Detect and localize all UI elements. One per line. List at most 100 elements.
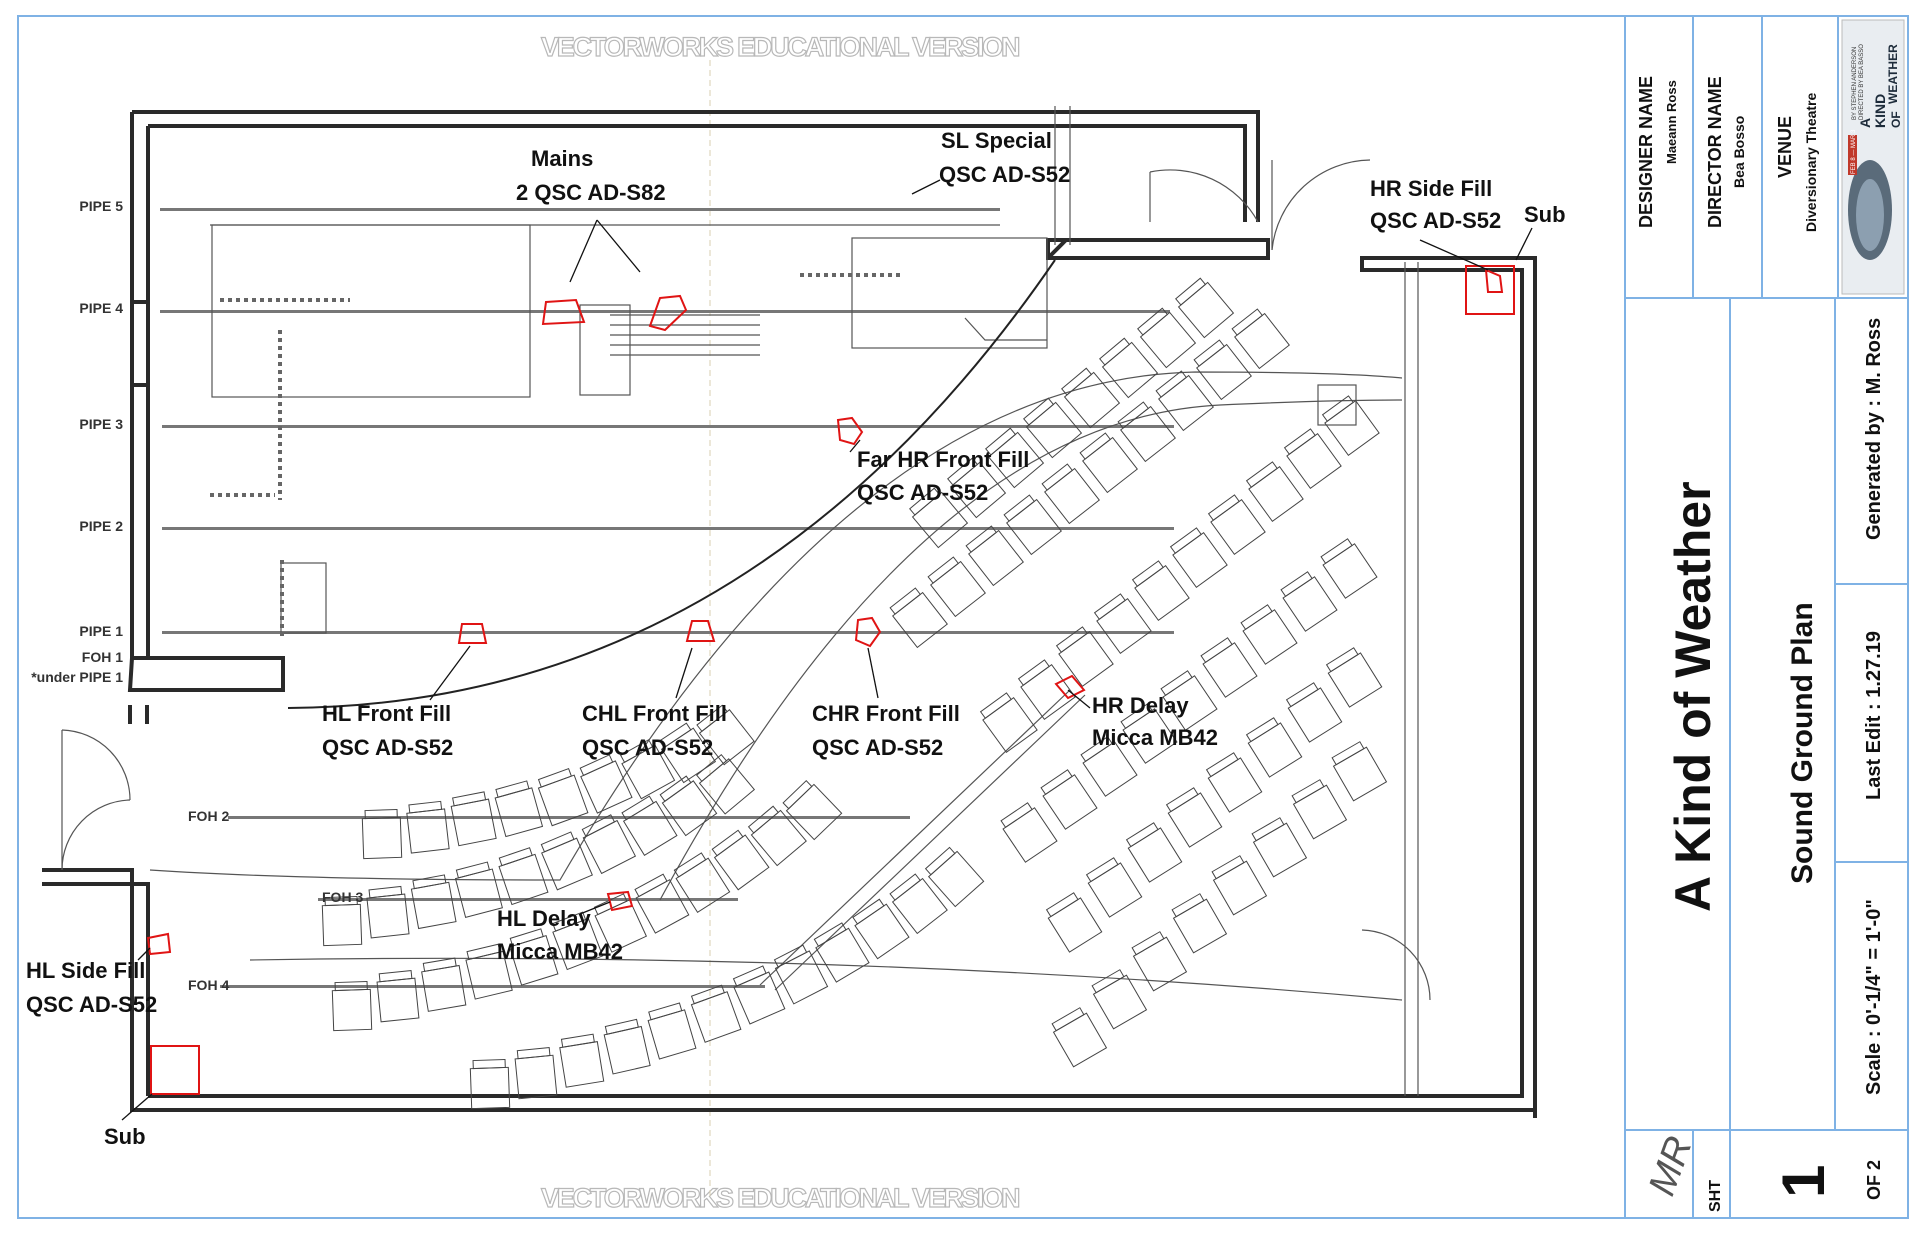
svg-text:DIRECTED BY BEA BASSO: DIRECTED BY BEA BASSO	[1859, 44, 1865, 120]
sub-left-label: Sub	[104, 1124, 146, 1149]
venue-value: Diversionary Theatre	[1803, 93, 1819, 232]
chr-front-fill-label: CHR Front Fill	[812, 701, 960, 726]
foh-1-label: FOH 1	[82, 649, 123, 665]
seat	[1079, 432, 1138, 494]
svg-text:WEATHER: WEATHER	[1886, 44, 1900, 104]
seat	[1131, 931, 1188, 992]
seat	[537, 767, 589, 827]
seat	[1023, 397, 1083, 459]
pipe-2-label: PIPE 2	[79, 518, 123, 534]
hl-side-fill-model: QSC AD-S52	[26, 992, 157, 1017]
seat	[696, 704, 755, 766]
seat	[1017, 659, 1076, 721]
seat	[1085, 857, 1143, 918]
sub-right-speaker	[1465, 265, 1515, 315]
seat	[331, 980, 373, 1032]
seat	[1207, 494, 1266, 556]
seat	[852, 898, 910, 960]
sheet-title: Sound Ground Plan	[1786, 602, 1819, 884]
title-block: DESIGNER NAME Maeann Ross DIRECTOR NAME …	[1624, 16, 1908, 1218]
seat	[979, 692, 1038, 754]
seat	[647, 1002, 697, 1060]
watermark-bottom: VECTORWORKS EDUCATIONAL VERSION	[541, 1183, 1021, 1213]
seat	[813, 922, 870, 983]
seat	[782, 780, 843, 841]
seat	[469, 1058, 511, 1110]
seat	[406, 800, 450, 854]
hr-side-fill-speaker	[1484, 268, 1504, 293]
hl-delay-speaker	[606, 890, 634, 912]
svg-text:KIND: KIND	[1872, 94, 1888, 128]
seat	[366, 885, 410, 939]
seat	[659, 775, 718, 837]
seat	[1231, 308, 1290, 370]
hl-front-fill-speaker	[457, 623, 488, 644]
seat	[690, 984, 742, 1043]
seat	[927, 556, 986, 618]
seat	[498, 847, 549, 906]
seat	[1040, 769, 1098, 830]
seat	[621, 795, 678, 857]
seat	[1175, 277, 1235, 339]
seat	[1171, 893, 1228, 954]
speaker-labels: Mains 2 QSC AD-S82 SL Special QSC AD-S52…	[26, 128, 1566, 1149]
sub-right-label: Sub	[1524, 202, 1566, 227]
foh-2-label: FOH 2	[188, 808, 229, 824]
seat	[1160, 670, 1218, 731]
seat	[924, 846, 985, 908]
pipe-4-label: PIPE 4	[79, 300, 123, 316]
seat	[1331, 741, 1388, 802]
mains-model: 2 QSC AD-S82	[516, 180, 666, 205]
hl-side-fill-speaker	[146, 932, 172, 956]
scale-note: Scale : 0'-1/4" = 1'-0"	[1863, 899, 1885, 1095]
far-hr-front-fill-speaker	[836, 416, 864, 446]
seat	[1251, 817, 1308, 878]
seat	[1120, 703, 1178, 764]
sl-special-model: QSC AD-S52	[939, 162, 1070, 187]
show-poster: A KIND OF WEATHER BY STEPHEN ANDERSON DI…	[1841, 19, 1905, 295]
seat	[658, 722, 717, 784]
seat	[634, 873, 690, 934]
seat	[965, 525, 1024, 587]
director-name-value: Bea Bosso	[1731, 116, 1747, 188]
stage-arcs	[149, 259, 1403, 1001]
hr-side-fill-label: HR Side Fill	[1370, 176, 1492, 201]
seat	[696, 753, 756, 815]
seat	[1061, 367, 1121, 429]
seat	[581, 814, 637, 875]
seat	[376, 969, 420, 1023]
seat	[1283, 428, 1342, 490]
seat	[1051, 1007, 1108, 1068]
seat	[1200, 637, 1258, 698]
seat	[410, 874, 457, 930]
seat	[1240, 604, 1298, 665]
sheet-label: SHT	[1707, 1180, 1724, 1212]
far-hr-front-fill-model: QSC AD-S52	[857, 480, 988, 505]
mains-label: Mains	[531, 146, 593, 171]
svg-text:A: A	[1857, 118, 1873, 128]
pipe-3-label: PIPE 3	[79, 416, 123, 432]
foh-3-label: FOH 3	[322, 889, 363, 905]
seat	[1099, 337, 1159, 399]
seat	[559, 1033, 605, 1088]
chl-front-fill-speaker	[685, 620, 716, 642]
sheet-total: OF 2	[1864, 1160, 1884, 1200]
designer-name-value: Maeann Ross	[1664, 80, 1679, 164]
seat	[1117, 401, 1176, 463]
seat	[552, 911, 604, 971]
seat	[889, 587, 948, 649]
set-pieces	[210, 106, 1419, 1096]
venue-label: VENUE	[1775, 116, 1795, 178]
seat	[1321, 395, 1380, 457]
designer-name-label: DESIGNER NAME	[1636, 76, 1656, 228]
designer-logo: MR	[1641, 1131, 1701, 1201]
far-hr-front-fill-label: Far HR Front Fill	[857, 447, 1029, 472]
hl-front-fill-model: QSC AD-S52	[322, 735, 453, 760]
seat	[732, 965, 786, 1025]
hr-side-fill-model: QSC AD-S52	[1370, 208, 1501, 233]
seat	[514, 1047, 558, 1100]
seat	[1093, 593, 1152, 655]
seat	[1285, 682, 1343, 743]
hl-delay-model: Micca MB42	[497, 939, 623, 964]
